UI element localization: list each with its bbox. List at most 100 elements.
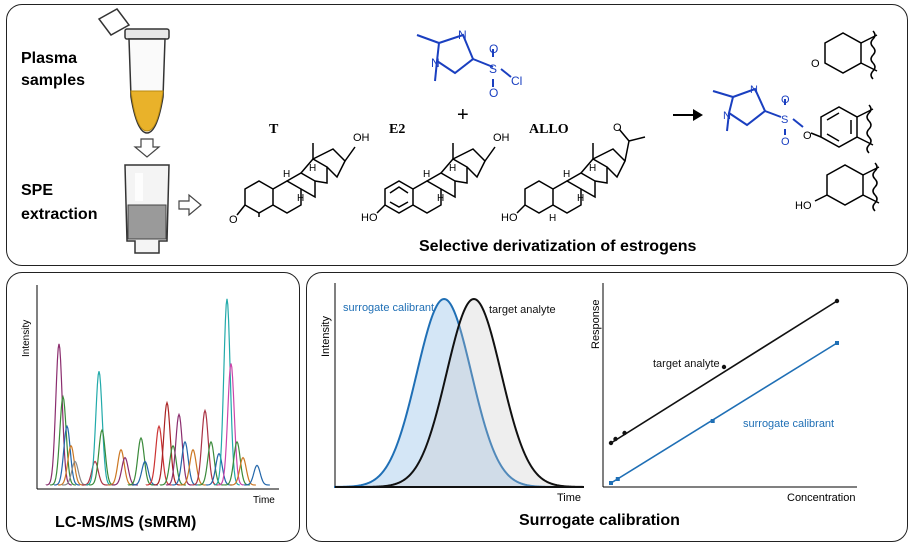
lcms-peak-15: [165, 412, 192, 486]
calibration-point-0-2: [622, 430, 627, 436]
derivatization-panel: Plasma samples SPE extraction N N S O O …: [6, 4, 908, 266]
line-target-label: target analyte: [653, 358, 720, 370]
lcms-ylabel: Intensity: [21, 320, 32, 357]
lcms-peak-10: [127, 436, 154, 486]
target-peak: [335, 297, 584, 488]
lcms-peak-0: [45, 343, 72, 486]
product-o2: O: [781, 136, 790, 148]
steroid-t-structure: [236, 143, 356, 217]
surrogate-charts: Intensity Time surrogate calibrant targe…: [320, 283, 857, 529]
steroid-allo-label: ALLO: [529, 122, 569, 137]
product-s: S: [781, 114, 788, 126]
plus-sign: +: [457, 104, 469, 126]
line-xlabel: Concentration: [787, 492, 856, 504]
steroid-t-label: T: [269, 122, 279, 137]
t-o: O: [229, 214, 238, 226]
lcms-peak-21: [213, 298, 240, 486]
peaks-xlabel: Time: [557, 492, 581, 504]
calibration-point-1-3: [835, 341, 839, 345]
reaction-arrow-icon: [673, 109, 703, 121]
spe-cartridge-icon: [124, 164, 170, 254]
product-rings: [810, 30, 880, 212]
calibration-point-0-3: [721, 364, 727, 370]
calibration-line-1: [610, 342, 838, 484]
lcms-peak-25: [243, 464, 270, 486]
allo-h2: H: [589, 163, 596, 174]
steroid-allo-structure: [516, 128, 646, 214]
t-h1: H: [283, 169, 290, 180]
calibration-lines: [608, 298, 840, 485]
product-ho: HO: [795, 200, 812, 212]
lcms-peaks: [45, 298, 270, 486]
reagent-o1: O: [489, 42, 498, 56]
derivatization-caption: Selective derivatization of estrogens: [419, 238, 697, 255]
steroid-e2-structure: [376, 143, 496, 214]
calibration-point-1-2: [710, 419, 715, 423]
reagent-n-top: N: [458, 28, 467, 42]
peaks-target-label: target analyte: [489, 304, 556, 316]
reagent-n-bottom: N: [431, 56, 440, 70]
calibration-point-1-1: [615, 477, 620, 481]
lcms-peak-9: [111, 456, 138, 486]
calibration-point-0-0: [608, 440, 614, 446]
e2-oh: OH: [493, 132, 510, 144]
allo-h4: H: [549, 213, 556, 224]
product-n-top: N: [750, 84, 758, 96]
derivatization-scheme: Plasma samples SPE extraction N N S O O …: [21, 8, 880, 255]
lcms-peak-4: [61, 460, 88, 486]
reagent-cl: Cl: [511, 74, 522, 88]
right-arrow-icon: [178, 193, 202, 217]
plasma-label-line1: Plasma: [21, 50, 77, 67]
lcms-peak-12: [145, 424, 172, 486]
lcms-peak-13: [153, 400, 180, 486]
lcms-peak-23: [223, 440, 250, 486]
peaks-surrogate-label: surrogate calibrant: [343, 302, 434, 314]
calibration-point-1-0: [609, 481, 613, 485]
product-o-link: O: [803, 130, 812, 142]
reagent-o2: O: [489, 86, 498, 100]
plasma-label-line2: samples: [21, 72, 85, 89]
lcms-peak-22: [217, 363, 244, 486]
lcms-peak-7: [88, 428, 115, 486]
down-arrow-icon: [133, 138, 161, 158]
line-surrogate-label: surrogate calibrant: [743, 418, 834, 430]
line-ylabel: Response: [590, 299, 602, 349]
lcms-peak-3: [57, 444, 84, 486]
allo-o: O: [613, 122, 622, 134]
imidazole-sulfonyl-chloride: [416, 33, 512, 87]
t-h3: H: [297, 193, 304, 204]
allo-h3: H: [577, 193, 584, 204]
lcms-peak-14: [159, 444, 186, 486]
lcms-peak-11: [131, 460, 158, 486]
product-o-ketone: O: [811, 58, 820, 70]
e2-h2: H: [449, 163, 456, 174]
t-h2: H: [309, 163, 316, 174]
allo-ho: HO: [501, 212, 518, 224]
lcms-peak-8: [107, 448, 134, 486]
steroid-e2-label: E2: [389, 122, 405, 137]
surrogate-panel: Intensity Time surrogate calibrant targe…: [306, 272, 908, 542]
surrogate-caption: Surrogate calibration: [519, 512, 680, 529]
product-n-bottom: N: [723, 110, 731, 122]
e2-ho: HO: [361, 212, 378, 224]
lcms-chromatogram: Intensity Time LC-MS/MS (sMRM): [21, 285, 279, 531]
lcms-peak-16: [171, 440, 198, 486]
lcms-peak-1: [49, 394, 76, 486]
t-oh: OH: [353, 132, 370, 144]
peaks-ylabel: Intensity: [320, 316, 332, 357]
lcms-peak-2: [53, 424, 80, 486]
lcms-peak-18: [191, 408, 218, 486]
reagent-s: S: [489, 62, 497, 76]
lcms-peak-19: [197, 440, 224, 486]
lcms-peak-24: [229, 456, 256, 486]
allo-h1: H: [563, 169, 570, 180]
spe-label-line2: extraction: [21, 206, 97, 223]
product-o1: O: [781, 94, 790, 106]
lcms-caption: LC-MS/MS (sMRM): [55, 514, 196, 531]
calibration-point-0-1: [613, 436, 618, 442]
lcms-panel: Intensity Time LC-MS/MS (sMRM): [6, 272, 300, 542]
plasma-tube-icon: [97, 8, 170, 134]
e2-h1: H: [423, 169, 430, 180]
calibration-line-0: [610, 300, 838, 444]
e2-h3: H: [437, 193, 444, 204]
